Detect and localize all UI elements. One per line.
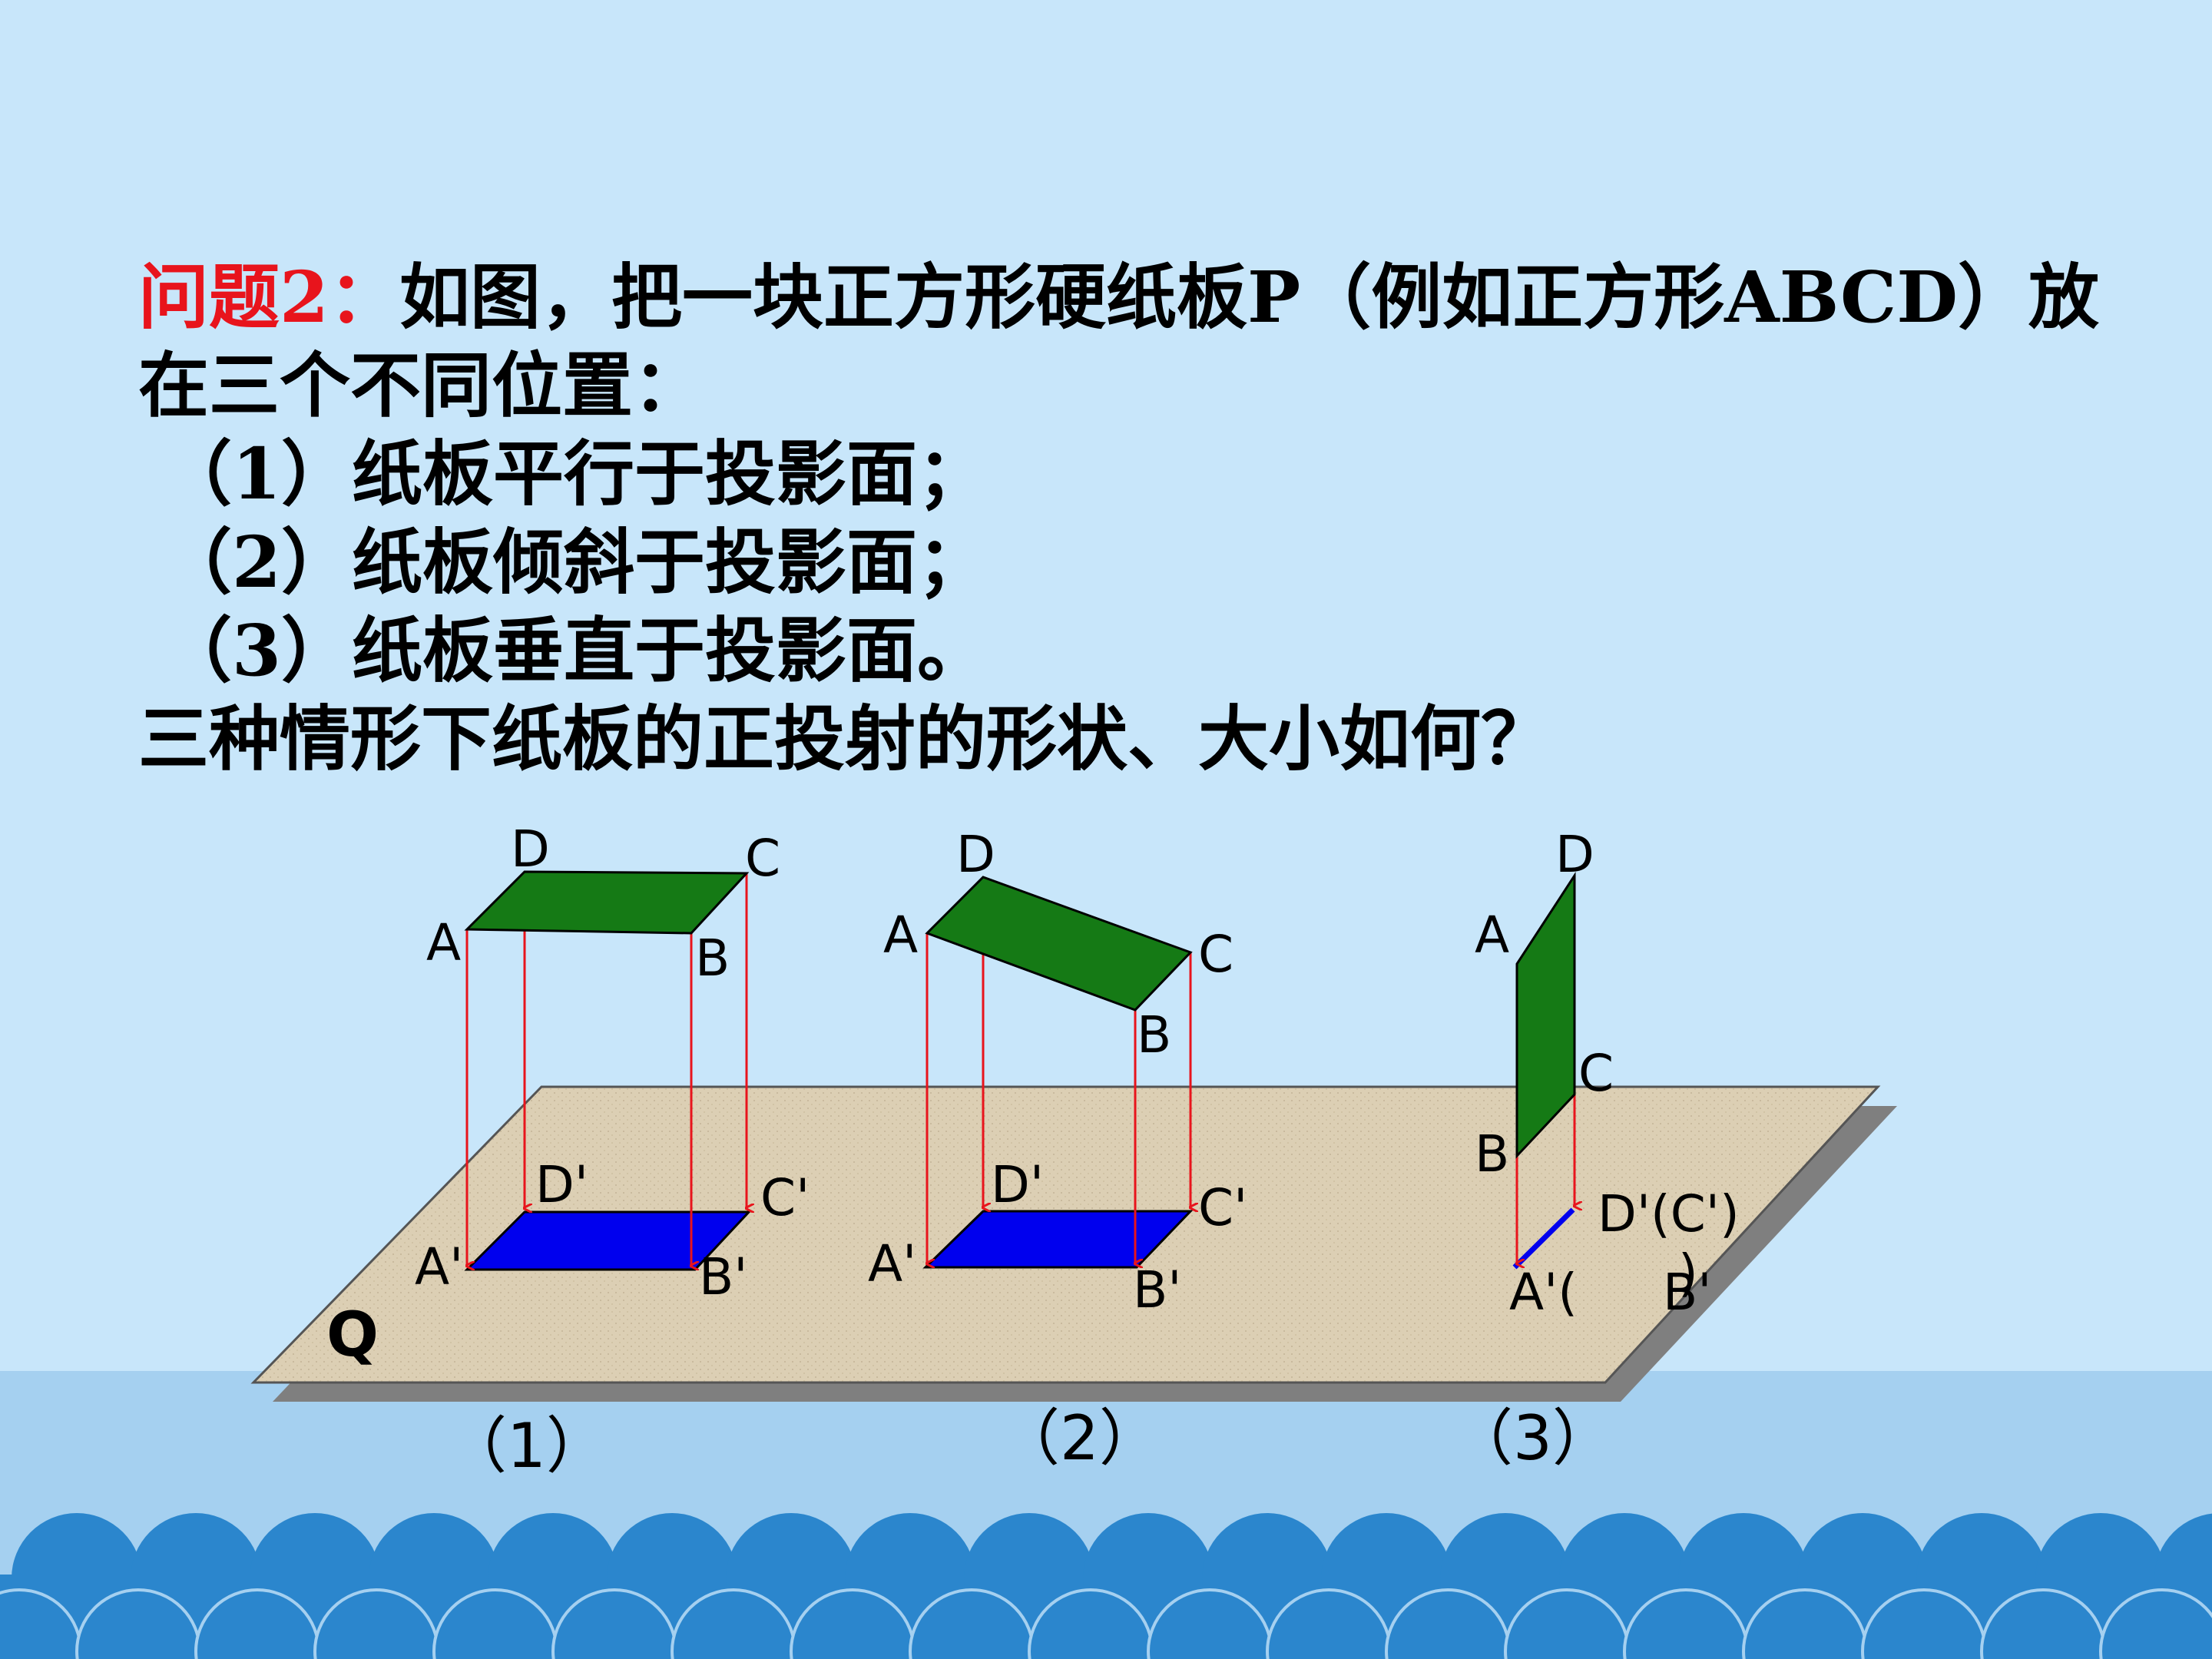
- fig1-label-d-proj: D': [535, 1155, 588, 1214]
- question-item-2: （2）纸板倾斜于投影面；: [161, 521, 988, 604]
- figure-2: A B C D A' B' C' D' （2）: [868, 825, 1247, 1474]
- question-item-1: （1）纸板平行于投影面；: [161, 432, 988, 515]
- fig3-label-a: A: [1475, 906, 1509, 965]
- fig2-label-d: D: [956, 825, 995, 884]
- fig1-board: [464, 870, 750, 935]
- fig1-label-c-proj: C': [760, 1168, 810, 1227]
- fig3-label-ab-proj-open: A'(: [1509, 1263, 1578, 1322]
- fig2-label-b-proj: B': [1133, 1260, 1181, 1320]
- fig2-label-a: A: [883, 906, 918, 965]
- question-line-3: 三种情形下纸板的正投射的形状、大小如何？: [138, 697, 1552, 780]
- fig1-label-a: A: [426, 913, 461, 972]
- fig1-label-c: C: [745, 829, 780, 888]
- fig2-label-c: C: [1198, 925, 1233, 984]
- plane-label-q: Q: [326, 1299, 379, 1370]
- fig2-label-c-proj: C': [1198, 1178, 1247, 1237]
- fig1-label-a-proj: A': [415, 1237, 463, 1296]
- fig2-caption: （2）: [998, 1402, 1161, 1474]
- fig2-label-a-proj: A': [868, 1234, 916, 1293]
- wave-decoration: [0, 1513, 2212, 1659]
- fig1-label-b-proj: B': [699, 1247, 747, 1306]
- question-text-1: 如图，把一块正方形硬纸板P（例如正方形ABCD）放: [399, 256, 2100, 339]
- fig2-label-d-proj: D': [991, 1155, 1044, 1214]
- question-line-1: 问题2：如图，把一块正方形硬纸板P（例如正方形ABCD）放: [138, 253, 2135, 342]
- fig1-label-b: B: [695, 929, 730, 988]
- fig2-board: [925, 876, 1193, 1012]
- fig3-caption: （3）: [1452, 1402, 1614, 1474]
- fig3-label-dc-proj: D'(C'): [1598, 1184, 1740, 1243]
- fig3-projection-segment: [1512, 1207, 1575, 1270]
- fig1-label-d: D: [511, 820, 550, 879]
- fig3-label-b-proj: B': [1663, 1263, 1711, 1322]
- question-line-2: 在三个不同位置：: [138, 344, 704, 427]
- fig2-label-b: B: [1137, 1005, 1171, 1065]
- fig3-projection-lines: [1517, 1094, 1575, 1263]
- fig3-board: [1515, 871, 1576, 1159]
- fig3-label-b: B: [1475, 1124, 1509, 1184]
- question-label: 问题2：: [138, 256, 400, 339]
- question-block: 问题2：如图，把一块正方形硬纸板P（例如正方形ABCD）放 在三个不同位置： （…: [138, 253, 2135, 783]
- fig3-label-ab-proj-close: ): [1678, 1243, 1698, 1303]
- fig3-label-d: D: [1555, 825, 1594, 884]
- fig3-label-c: C: [1578, 1044, 1614, 1103]
- fig1-caption: （1）: [445, 1410, 608, 1482]
- figure-1: A B C D A' B' C' D' （1）: [415, 820, 810, 1482]
- question-item-3: （3）纸板垂直于投影面。: [161, 609, 988, 692]
- figure-3: A B C D D'(C') A'( ) B' （3）: [1452, 825, 1740, 1474]
